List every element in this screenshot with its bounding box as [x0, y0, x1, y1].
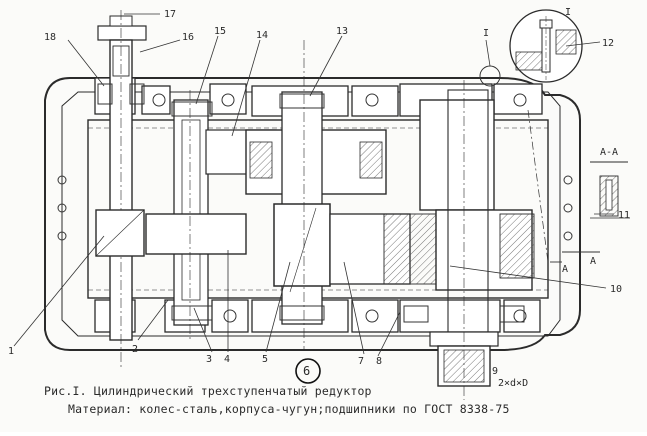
callout-1: 1	[8, 346, 14, 357]
callout-2: 2	[132, 344, 138, 355]
bolt-note: 2×d×D	[498, 378, 528, 389]
callout-5: 5	[262, 354, 268, 365]
housing-outer	[44, 77, 581, 351]
callout-4: 4	[224, 354, 230, 365]
callout-12: 12	[602, 38, 614, 49]
materials-note: Материал: колес-сталь,корпуса-чугун;подш…	[68, 402, 510, 416]
input-shaft	[95, 10, 147, 370]
callout-14: 14	[256, 30, 268, 41]
section-mark-left: А	[562, 264, 568, 275]
callout-11: 11	[618, 210, 630, 221]
leader-lines	[13, 13, 614, 357]
side-bolts	[57, 175, 573, 241]
bearings	[97, 83, 525, 323]
callout-7: 7	[358, 356, 364, 367]
housing-inner	[61, 91, 561, 337]
section-line	[527, 109, 600, 263]
callout-6-circle	[295, 358, 321, 384]
callout-13: 13	[336, 26, 348, 37]
callout-9: 9	[492, 366, 498, 377]
detail-I-marker-circle	[479, 65, 501, 87]
labels: 17 18 16 15 14 13 I I 12 А-А 11 А А 10 1…	[8, 7, 630, 389]
section-aa-view	[590, 161, 630, 219]
section-mark-right: А	[590, 256, 596, 267]
callout-6: 6	[303, 364, 310, 378]
detail-I	[509, 9, 583, 83]
detail-title-I: I	[565, 7, 571, 18]
callout-10: 10	[610, 284, 622, 295]
callout-17: 17	[164, 9, 176, 20]
top-bolt-bosses	[152, 93, 527, 107]
intermediate-shaft-2	[273, 40, 331, 350]
callout-18: 18	[44, 32, 56, 43]
callout-16: 16	[182, 32, 194, 43]
view-marker-I: I	[483, 28, 489, 39]
figure-caption: Рис.I. Цилиндрический трехступенчатый ре…	[44, 384, 372, 398]
callout-15: 15	[214, 26, 226, 37]
output-shaft	[419, 80, 535, 400]
gear-7	[329, 213, 437, 285]
callout-8: 8	[376, 356, 382, 367]
section-aa-title: А-А	[600, 147, 618, 158]
callout-3: 3	[206, 354, 212, 365]
